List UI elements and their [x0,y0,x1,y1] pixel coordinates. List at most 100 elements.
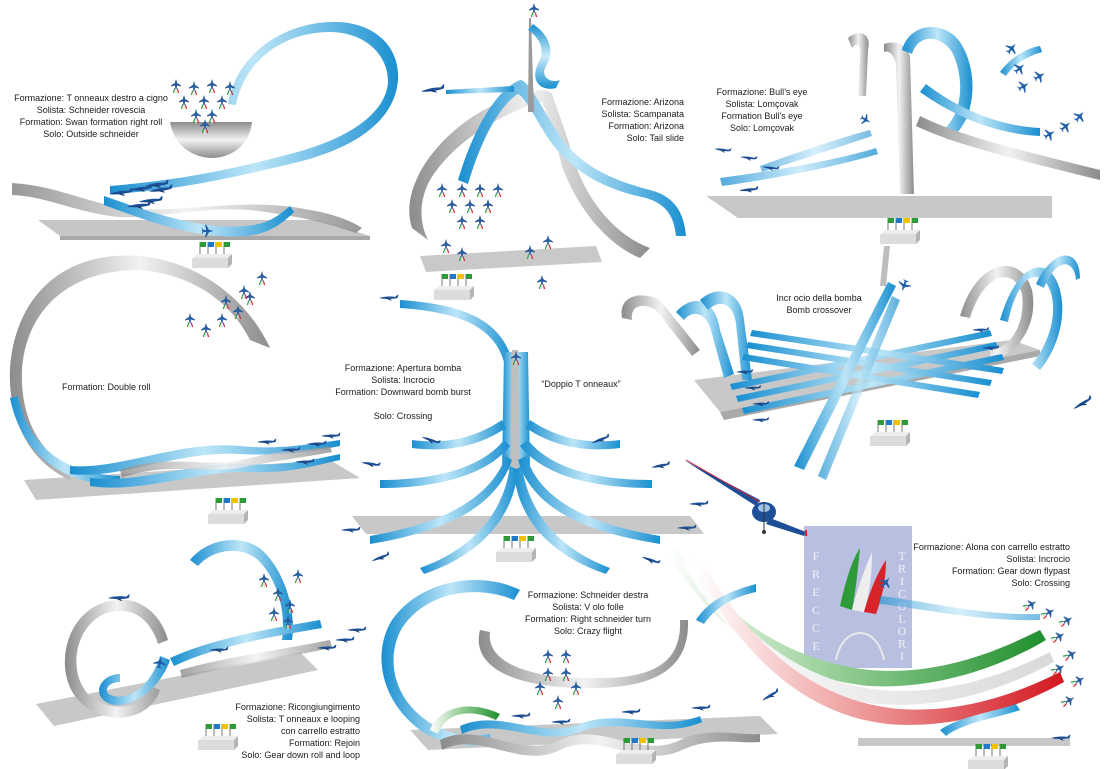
scene-crazy-flight [381,580,781,765]
jet-icon [420,84,446,95]
caption-line: Formation: Rejoin [288,738,360,748]
emblem-letter: I [900,649,904,663]
grey-left-trail [848,33,869,96]
caption-gear-down: Formazione: Alona con carrello estratto … [904,541,1070,589]
caption-line: Solo: Crossing [1011,578,1070,588]
caption-line: Solo: Outside schneider [43,129,139,139]
scene-double-roll [9,255,360,525]
caption-line: Formazione: Arizona [601,97,684,107]
caption-double-roll: Formation: Double roll [62,381,151,393]
caption-line: Solista: Incrocio [371,375,435,385]
emblem-letter: T [898,549,906,563]
solo-aircraft-icon [528,2,540,19]
caption-line: Formation Bull’s eye [721,111,803,121]
flags-icon [967,743,1009,769]
caption-rejoin: Formazione: Ricongiungimento Solista: T … [220,701,360,761]
blue-loop-trail [10,396,120,486]
scene-bomb-crossover [621,246,1094,480]
caption-line: Formation: Double roll [62,382,151,392]
big-blue-loop [381,580,520,746]
ground-plane [858,738,1070,746]
emblem-letter: E [812,585,819,599]
emblem-letter: I [900,574,904,588]
blue-lower-trails [720,148,878,186]
caption-line: Solo: Lomçovak [729,123,795,133]
grey-vertical [880,246,890,286]
caption-line: Solo: Tail slide [626,133,684,143]
caption-line: Formation: Arizona [608,121,684,131]
blue-trail [940,704,1020,736]
emblem-letter: E [812,639,819,653]
caption-crazy-flight: Formazione: Schneider destra Solista: V … [520,589,656,637]
blue-low-loop [99,656,170,706]
caption-line: Solista: Lomçovak [725,99,799,109]
caption-line: Solista: T onneaux e looping [246,714,360,724]
grey-roll [120,446,332,478]
blue-loop-trail [110,21,399,194]
emblem-letter: R [898,562,906,576]
grey-arch-trail [409,90,650,259]
caption-line: Formazione: Alona con carrello estratto [913,542,1070,552]
scene-rejoin [36,540,367,751]
blue-right-swoop [696,584,756,624]
caption-line: Solo: Crazy flight [553,626,623,636]
flags-icon [879,217,921,245]
caption-line [330,398,476,410]
grey-base [420,246,602,272]
caption-line: Formation: Gear down flypast [951,566,1070,576]
caption-line: “Doppio T onneaux” [541,379,621,389]
caption-doppio: “Doppio T onneaux” [534,378,628,390]
blue-loop [902,27,973,140]
caption-line: Formazione: Bull’s eye [716,87,808,97]
grey-vertical-trail [884,42,914,194]
ground-plane [706,196,1052,218]
emblem-letter: F [813,549,820,563]
emblem-letter: R [812,567,820,581]
grey-sweep [916,116,1100,180]
ground-shadow [60,236,370,240]
vertical-grey-trail [528,18,534,112]
caption-line: Formazione: Apertura bomba [344,363,462,373]
emblem-letter: L [898,612,905,626]
emblem-letter: C [898,587,906,601]
caption-line: Formazione: Schneider destra [527,590,649,600]
entry-trail [446,86,514,94]
blue-low-trail [104,196,294,237]
caption-line: con carrello estratto [280,726,360,736]
flags-icon [869,419,911,447]
big-aircraft [684,459,807,536]
emblem-letter: C [812,621,820,635]
caption-bomb-crossover: Incr ocio della bomba Bomb crossover [774,292,864,316]
caption-line: Formazione: T onneaux destro a cigno [14,93,168,103]
caption-line: Formation: Swan formation right roll [19,117,163,127]
tail-slide-trail [528,24,560,89]
caption-line: Formation: Right schneider turn [524,614,652,624]
wavy-trails [440,732,760,756]
caption-line: Solista: Schneider rovescia [36,105,146,115]
blue-roll-2 [90,454,340,488]
blue-sweep [920,84,1040,136]
caption-line: Solista: Scampanata [601,109,684,119]
diagonal-trail [794,282,896,470]
caption-bullseye: Formazione: Bull’s eye Solista: Lomçovak… [710,86,814,134]
emblem-letter: R [898,637,906,651]
caption-line: Incr ocio della bomba [776,293,862,303]
caption-line: Formation: Downward bomb burst [335,387,471,397]
burst-branches [370,420,660,574]
blue-left-loops [676,300,734,378]
grey-side-loops [621,295,700,356]
caption-line: Solista: Incrocio [1006,554,1070,564]
caption-bomb-burst: Formazione: Apertura bomba Solista: Incr… [330,362,476,422]
caption-swan: Formazione: T onneaux destro a cigno Sol… [6,92,176,140]
caption-line: Formazione: Ricongiungimento [235,702,360,712]
grey-trail [12,183,362,233]
emblem-letter: C [812,603,820,617]
caption-line: Solista: V olo folle [552,602,624,612]
flags-icon [433,273,475,301]
caption-line: Solo: Crossing [373,411,433,421]
scene-swan [12,21,399,269]
blue-right-loops [1000,267,1063,370]
scene-arizona [409,2,686,301]
